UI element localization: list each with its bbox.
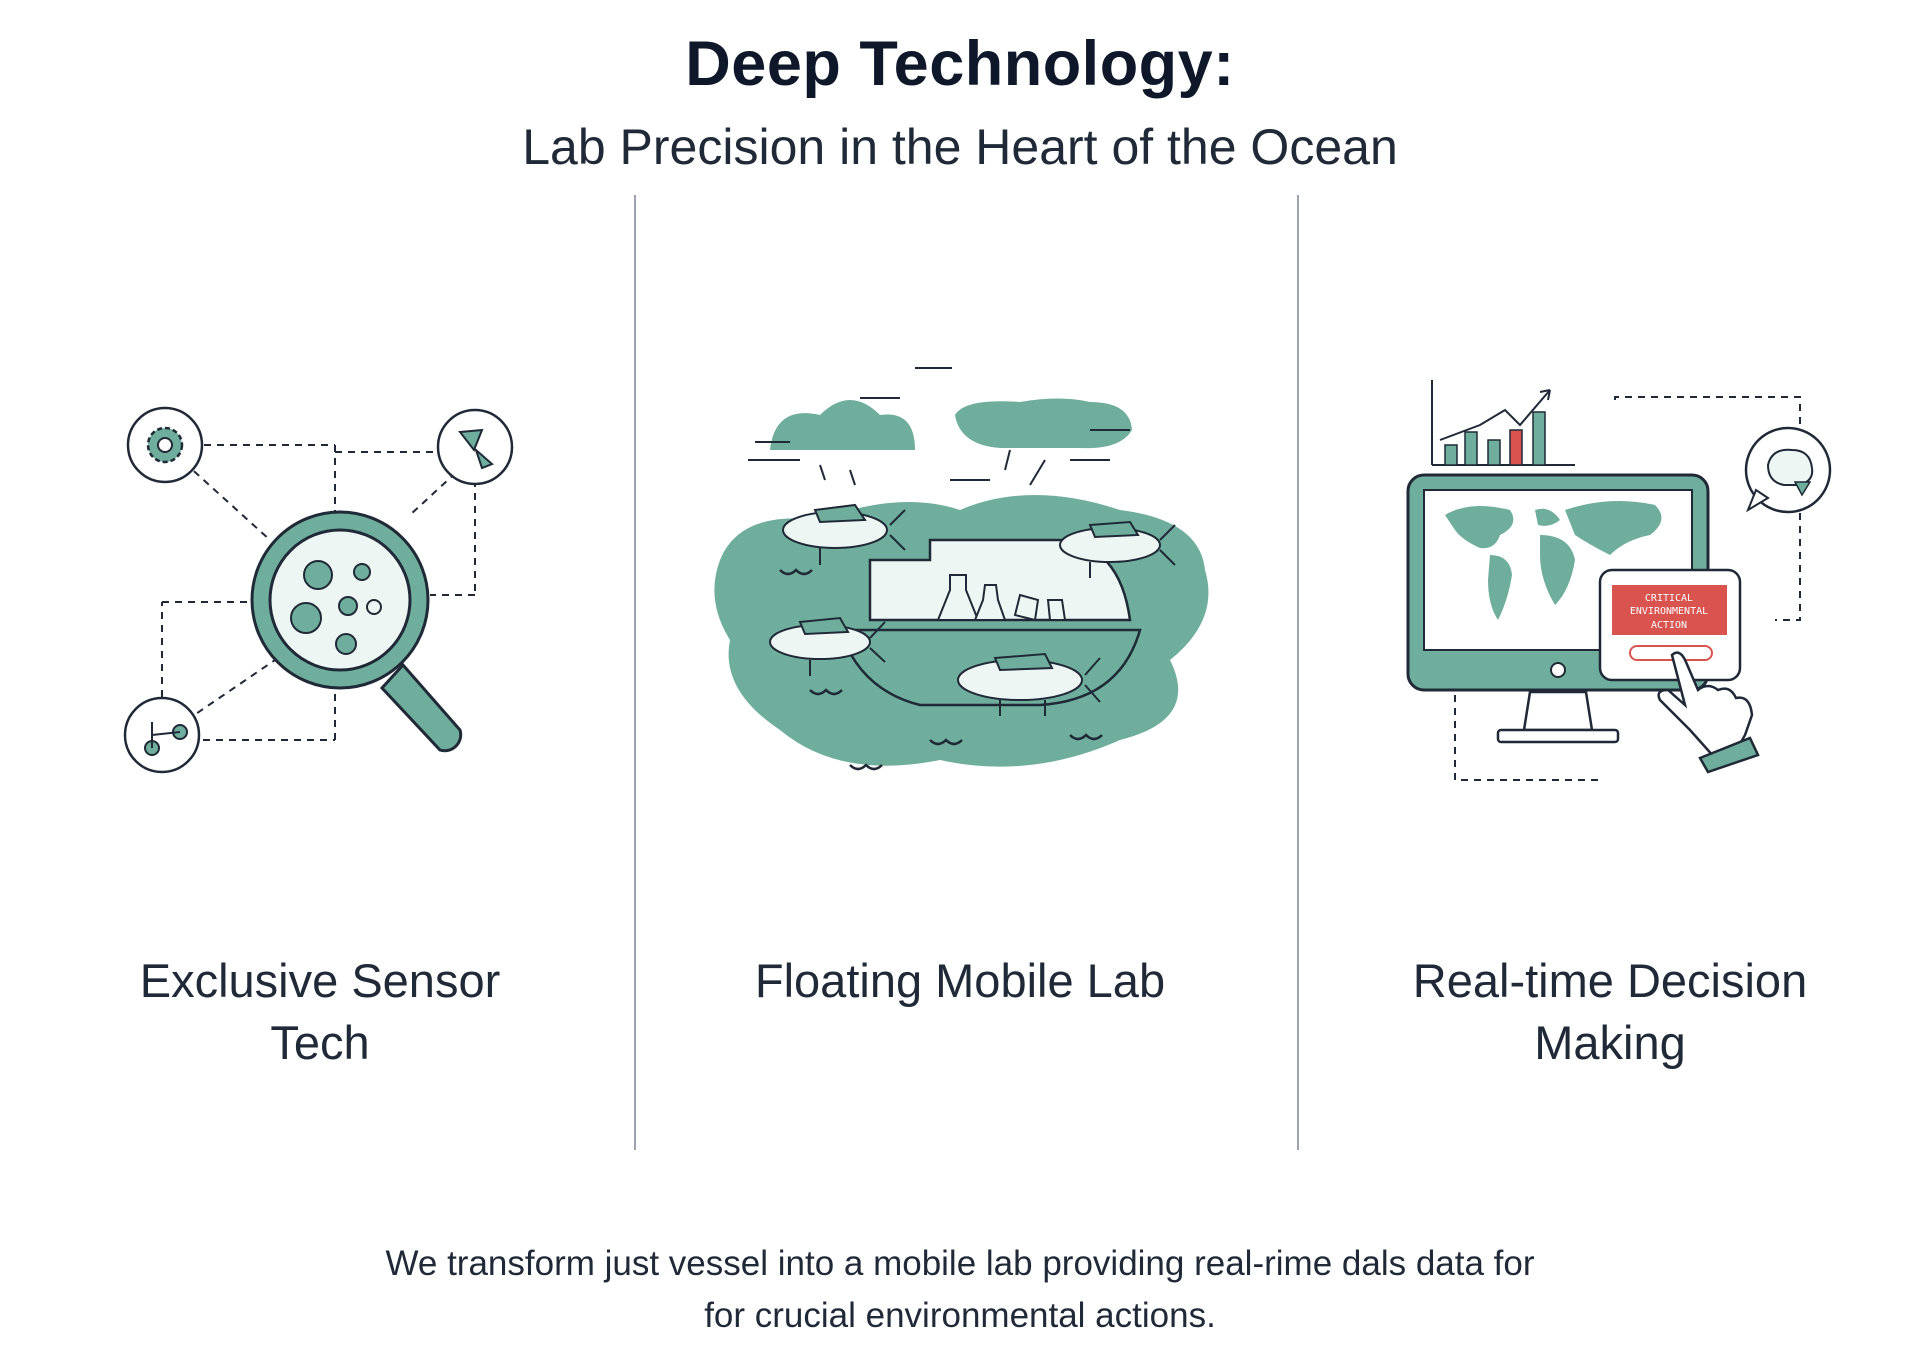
column-label-mobile-lab: Floating Mobile Lab <box>700 950 1220 1012</box>
column-label-sensor-tech: Exclusive Sensor Tech <box>90 950 550 1074</box>
monitor-world-map-alert-icon: CRITICAL ENVIRONMENTAL ACTION <box>1406 380 1832 781</box>
alert-line-1: CRITICAL <box>1645 593 1693 604</box>
column-label-decision-making-line2: Making <box>1534 1016 1686 1069</box>
column-label-mobile-lab-line1: Floating Mobile Lab <box>754 954 1166 1007</box>
column-label-sensor-tech-line1: Exclusive Sensor <box>139 954 501 1007</box>
column-label-decision-making: Real-time Decision Making <box>1370 950 1850 1074</box>
footer-description: We transform just vessel into a mobile l… <box>0 1238 1920 1342</box>
page-title: Deep Technology: <box>685 29 1235 99</box>
column-divider-right <box>1297 195 1299 1150</box>
magnifier-sensor-network-icon <box>123 406 514 774</box>
alert-line-2: ENVIRONMENTAL <box>1630 606 1708 617</box>
column-label-decision-making-line1: Real-time Decision <box>1412 954 1808 1007</box>
page-subtitle: Lab Precision in the Heart of the Ocean <box>522 119 1398 175</box>
floating-lab-drones-icon <box>714 367 1209 771</box>
alert-line-3: ACTION <box>1651 620 1687 631</box>
footer-line-1: We transform just vessel into a mobile l… <box>385 1244 1535 1283</box>
footer-line-2: for crucial environmental actions. <box>704 1296 1216 1335</box>
column-divider-left <box>634 195 636 1150</box>
column-label-sensor-tech-line2: Tech <box>270 1016 370 1069</box>
